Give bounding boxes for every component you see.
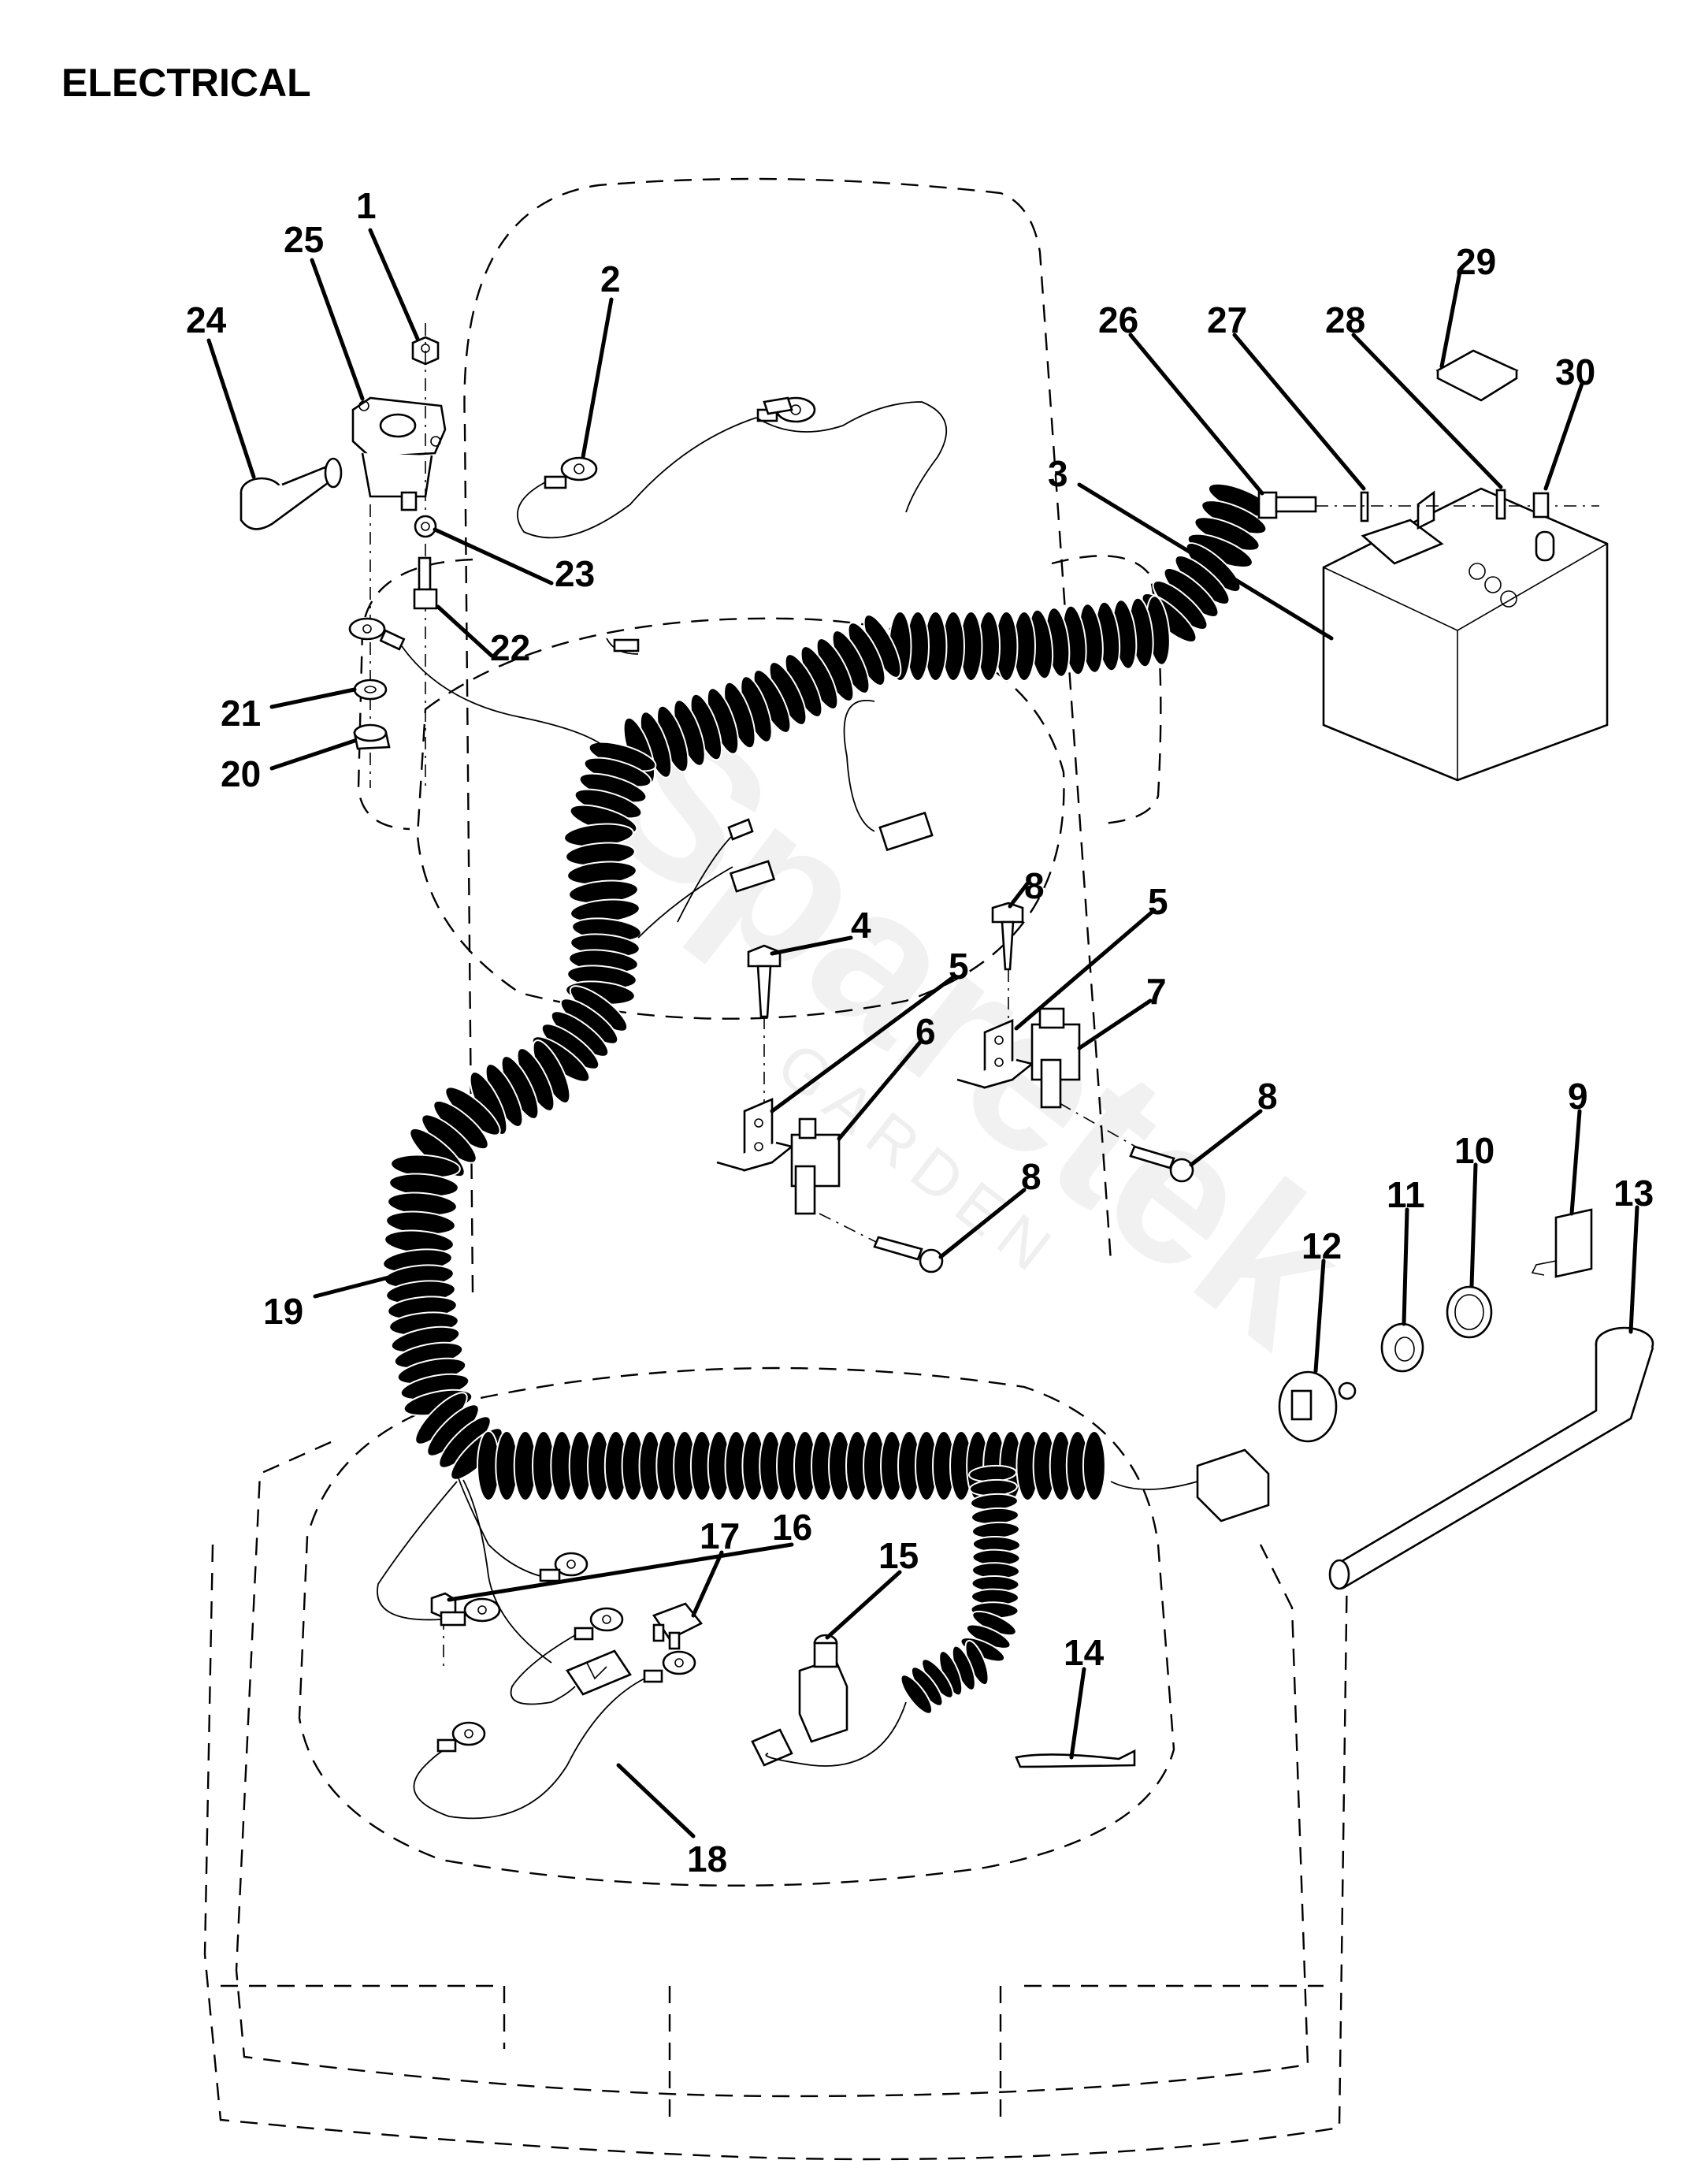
callout-3: 3 [1048, 453, 1068, 494]
ground-cable-3 [510, 1607, 624, 1705]
callout-6: 6 [915, 1011, 936, 1052]
callout-23: 23 [555, 553, 595, 594]
seat-switch-wire [765, 1701, 907, 1767]
callout-30: 30 [1555, 351, 1595, 392]
callout-29: 29 [1456, 241, 1496, 282]
callout-17: 17 [700, 1515, 740, 1556]
hex-nut [353, 723, 391, 750]
ignition-switch [1278, 1370, 1357, 1443]
callout-1: 1 [356, 185, 377, 226]
cable-tube [1328, 1326, 1654, 1590]
callout-4: 4 [851, 905, 871, 946]
callout-20: 20 [221, 753, 261, 794]
callout-8-top: 8 [1024, 865, 1045, 906]
bracket-left [716, 1098, 794, 1172]
harness-coil-segment [900, 1674, 934, 1715]
callout-10: 10 [1454, 1130, 1494, 1171]
spade-terminal-top [763, 396, 793, 415]
wire-to-connector [637, 866, 733, 939]
callout-19: 19 [263, 1291, 303, 1332]
battery-nut [1532, 492, 1550, 519]
flat-washer [353, 679, 388, 701]
callout-5-left: 5 [949, 946, 969, 987]
screw-lower [873, 1236, 944, 1273]
battery-terminal-cover [1435, 349, 1519, 402]
leader-lines [206, 228, 1639, 1839]
ignition-nut [1380, 1322, 1424, 1373]
wire-tie [1015, 1749, 1136, 1768]
battery [1322, 487, 1609, 782]
battery-bolt [1257, 491, 1317, 519]
callout-12: 12 [1301, 1225, 1342, 1266]
connector-dash-mid [729, 860, 776, 893]
callout-5-right: 5 [1148, 881, 1168, 922]
callout-21: 21 [221, 693, 261, 734]
watermark-brand: Sparetek [563, 675, 1387, 1389]
connector-dash-right [878, 811, 934, 852]
screw-top [991, 902, 1024, 971]
ignition-key [1531, 1208, 1593, 1278]
bracket-right [956, 1019, 1034, 1089]
callout-24: 24 [186, 299, 227, 340]
ground-cable-2 [377, 1481, 501, 1627]
switch-axis-left [819, 1213, 883, 1246]
callout-13: 13 [1613, 1173, 1654, 1214]
callout-18: 18 [687, 1839, 727, 1879]
dash-wire-right [843, 700, 875, 832]
harness-coil-segment [1082, 1430, 1106, 1501]
callout-8-lower: 8 [1021, 1156, 1042, 1197]
wire-to-spade [677, 835, 733, 923]
fuse [652, 1602, 704, 1650]
seat-switch-connector [751, 1728, 793, 1767]
callout-16: 16 [772, 1507, 812, 1548]
harness-branch-wire [462, 1479, 552, 1664]
screw-right [1129, 1145, 1194, 1183]
spade-terminal-dash [613, 638, 640, 652]
fuse-holder [566, 1649, 632, 1696]
callout-26: 26 [1098, 299, 1138, 340]
callout-22: 22 [490, 627, 530, 668]
callout-25: 25 [284, 219, 324, 260]
screw-left [747, 944, 782, 1018]
callout-7: 7 [1146, 971, 1167, 1012]
callout-9: 9 [1568, 1076, 1588, 1117]
dash-wire-top [756, 401, 948, 513]
wiring-harness [382, 482, 1275, 1715]
ignition-bezel [1446, 1285, 1493, 1339]
callout-8-right: 8 [1257, 1076, 1278, 1117]
ring-terminal-cable [348, 617, 615, 757]
callout-15: 15 [878, 1535, 919, 1576]
battery-washer [1360, 491, 1369, 522]
switch-axis-right [1059, 1102, 1143, 1151]
harness-connector-rear [1110, 1448, 1270, 1522]
battery-lockwasher [1495, 489, 1506, 520]
terminal-boot [239, 457, 343, 530]
interlock-switch-left [790, 1117, 841, 1215]
callout-2: 2 [600, 258, 621, 299]
callout-14: 14 [1064, 1632, 1105, 1673]
interlock-switch-right [1030, 1007, 1081, 1109]
callout-11: 11 [1387, 1174, 1425, 1215]
ground-cable-4 [413, 1650, 696, 1820]
callout-27: 27 [1207, 299, 1247, 340]
battery-cable [517, 396, 816, 539]
star-washer [414, 515, 437, 538]
watermark: Sparetek GARDEN [563, 675, 1387, 1389]
bolt [413, 556, 438, 610]
callout-28: 28 [1325, 299, 1365, 340]
solenoid [351, 396, 447, 511]
spade-terminal-mid [727, 818, 754, 841]
diagram-title: ELECTRICAL [61, 61, 311, 105]
callout-labels: 1 2 3 4 5 5 6 7 8 8 8 9 10 11 12 13 14 1… [186, 185, 1654, 1879]
ground-cable-1 [456, 1473, 589, 1582]
seat-switch [798, 1634, 848, 1743]
tractor-body-outline [203, 177, 1349, 2161]
